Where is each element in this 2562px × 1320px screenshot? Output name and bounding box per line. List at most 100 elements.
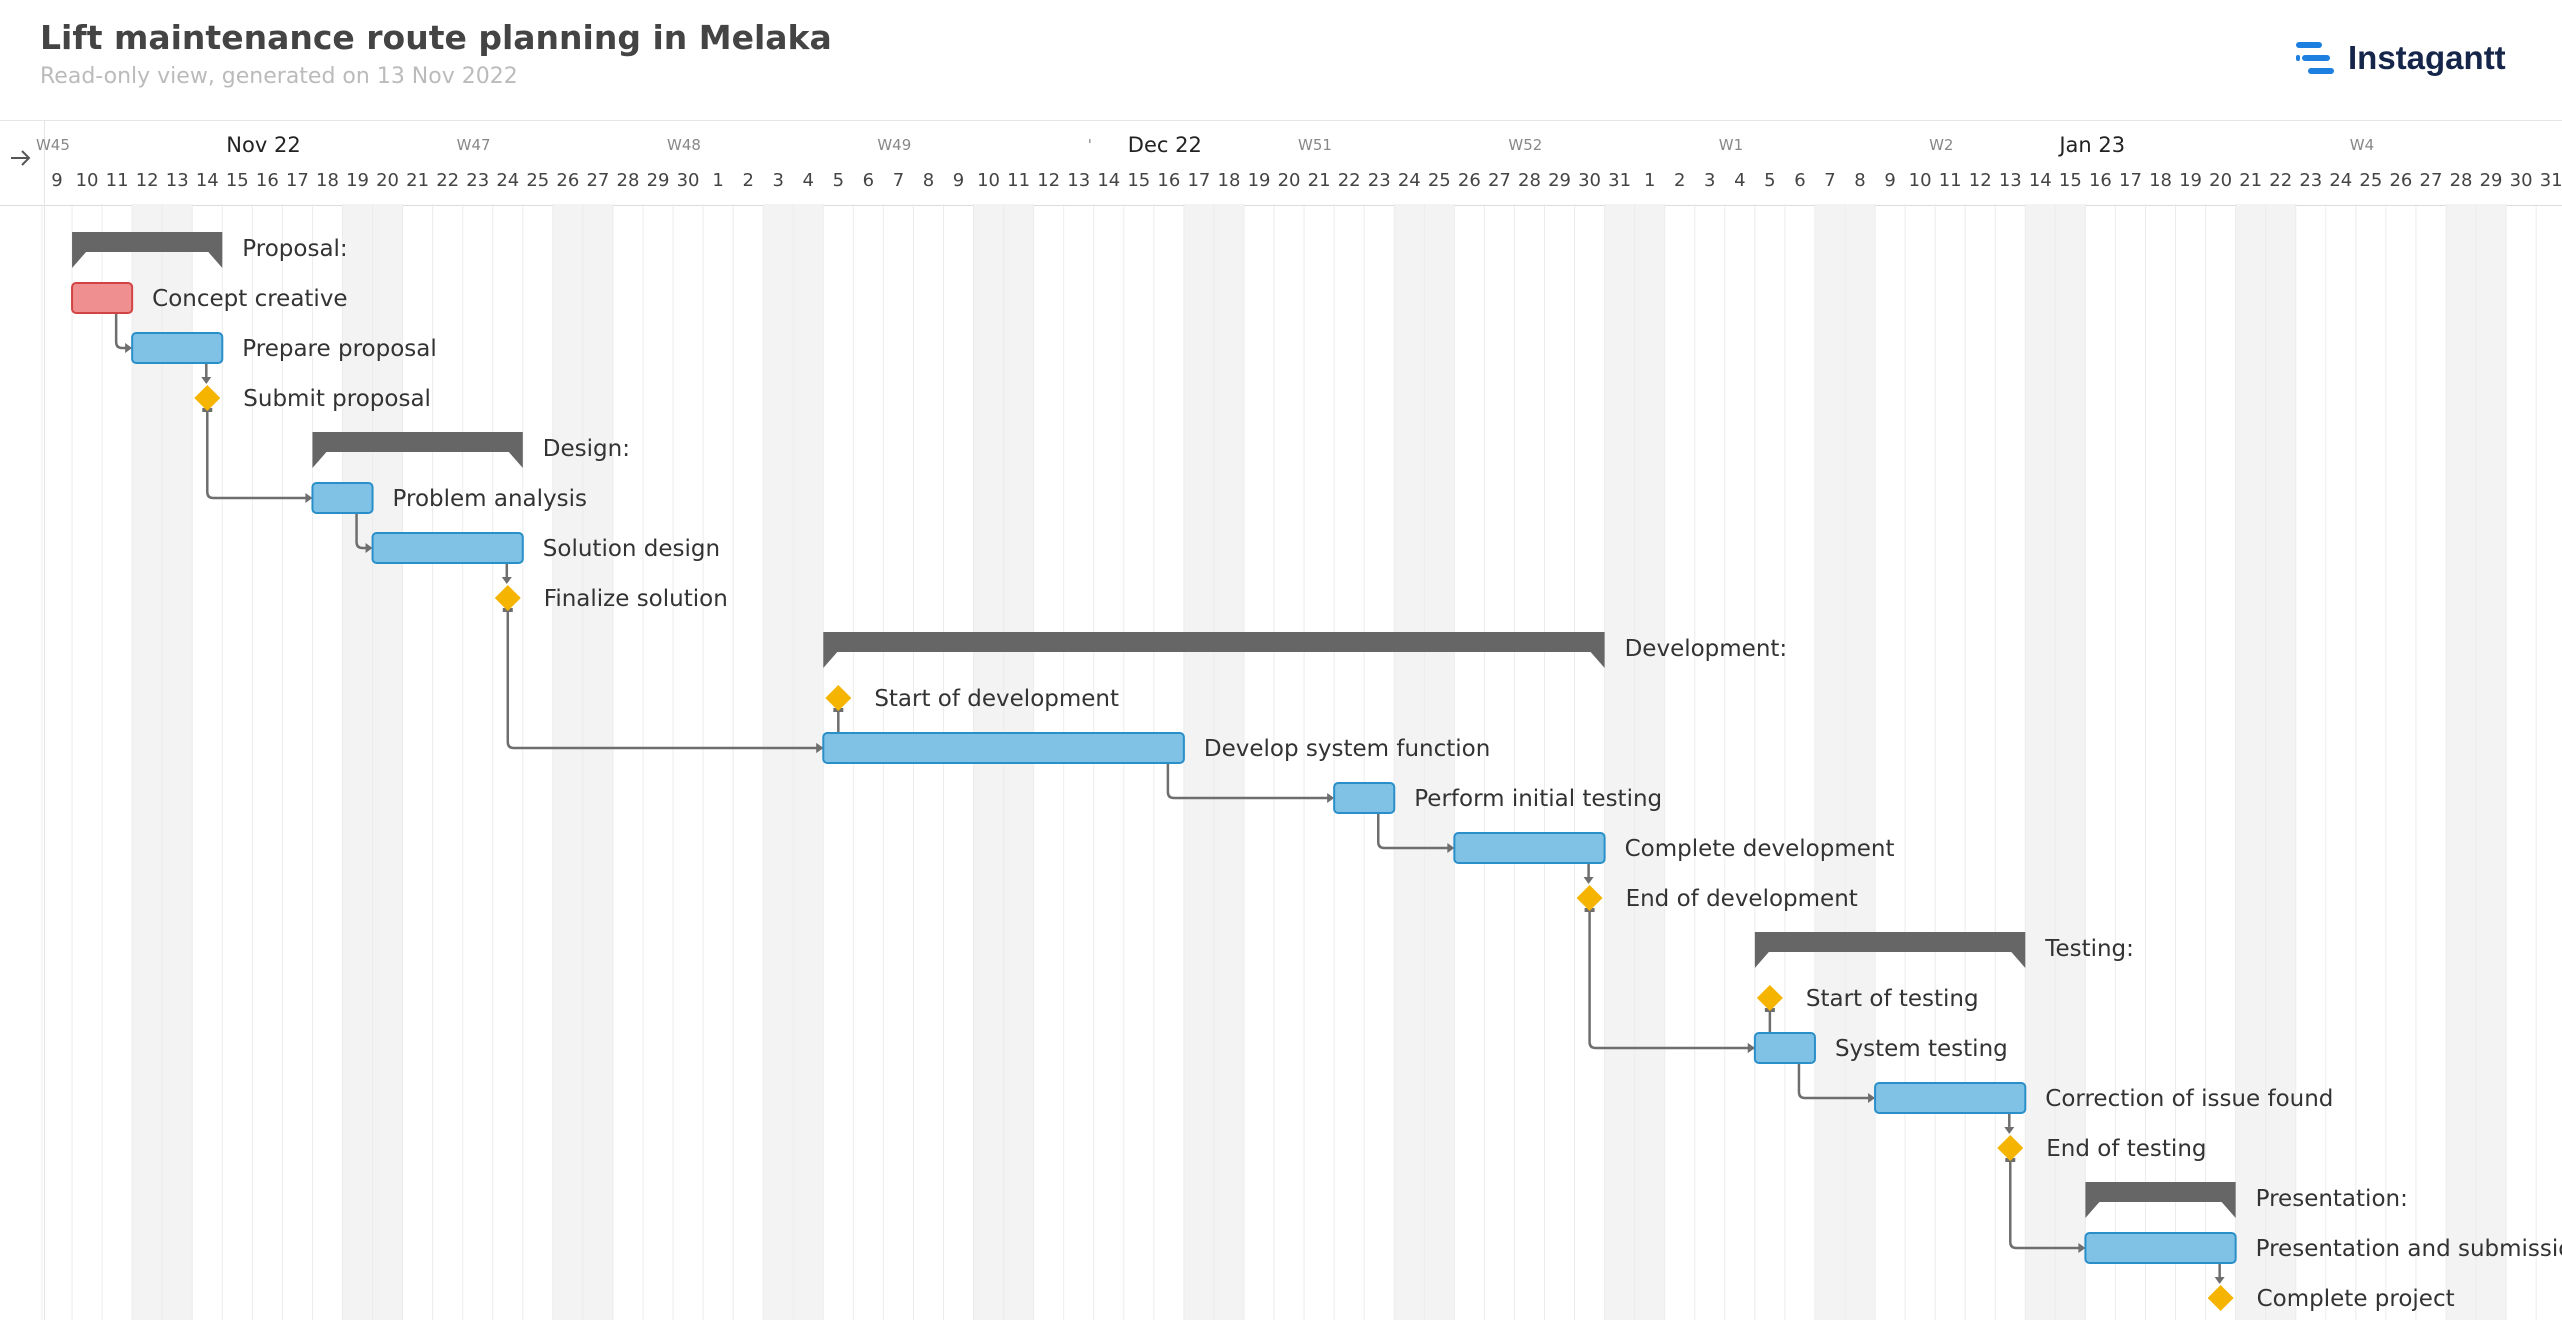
day-label: 26 [556,170,579,191]
brand-name: Instagantt [2348,39,2506,76]
day-label: 8 [923,170,934,191]
row-label: Solution design [543,536,720,562]
row-label: Presentation: [2256,1186,2408,1212]
day-label: 2 [742,170,753,191]
day-label: 15 [226,170,249,191]
group-bar [72,232,223,268]
row-label: Perform initial testing [1414,786,1662,812]
day-label: 11 [1007,170,1030,191]
day-label: 23 [466,170,489,191]
day-label: 6 [863,170,874,191]
task-bar [371,532,524,564]
day-label: 17 [1187,170,1210,191]
day-label: 28 [1518,170,1541,191]
row-label: Start of testing [1806,986,1979,1012]
month-label: Dec 22 [1128,133,1202,157]
day-label: 18 [2149,170,2172,191]
milestone-diamond [1997,1135,2024,1161]
day-label: 6 [1794,170,1805,191]
row-label: Concept creative [152,286,347,312]
day-label: 2 [1674,170,1685,191]
day-label: 22 [1338,170,1361,191]
week-label: ' [1088,136,1092,154]
day-label: 24 [496,170,519,191]
dependency-connector [1166,763,1333,800]
connector-arrowhead [125,343,133,353]
week-label: W4 [2350,136,2374,154]
day-label: 29 [647,170,670,191]
day-label: 21 [1308,170,1331,191]
row-label: Testing: [2044,936,2134,962]
day-label: 8 [1854,170,1865,191]
day-label: 27 [1488,170,1511,191]
instagantt-logo-icon [2296,42,2334,74]
day-label: 23 [1368,170,1391,191]
day-label: 22 [436,170,459,191]
page-header: Lift maintenance route planning in Melak… [0,0,2562,120]
week-label: W1 [1719,136,1743,154]
day-label: 20 [376,170,399,191]
dependency-connector [206,411,311,500]
day-label: 4 [803,170,814,191]
row-label: Finalize solution [544,586,728,612]
dependency-connector [1588,911,1753,1050]
day-label: 16 [1157,170,1180,191]
week-label: W52 [1508,136,1542,154]
group-bar [2085,1182,2236,1218]
day-label: 27 [2420,170,2443,191]
row-label: Design: [543,436,630,462]
day-label: 9 [1884,170,1895,191]
day-label: 14 [2029,170,2052,191]
day-label: 10 [977,170,1000,191]
day-label: 19 [2179,170,2202,191]
task-bar [1453,832,1606,864]
expand-arrow-button[interactable] [8,141,34,175]
week-label: W2 [1929,136,1953,154]
row-label: Problem analysis [393,486,587,512]
milestone-diamond [1576,885,1603,911]
week-label: W48 [667,136,701,154]
milestone-diamond [1756,985,1783,1011]
day-label: 31 [2540,170,2562,191]
month-label: Jan 23 [2057,133,2125,157]
day-label: 19 [346,170,369,191]
row-label: End of development [1626,886,1858,912]
row-label: Correction of issue found [2045,1086,2333,1112]
page-title: Lift maintenance route planning in Melak… [40,18,832,57]
day-label: 23 [2299,170,2322,191]
day-label: 5 [833,170,844,191]
day-label: 24 [2329,170,2352,191]
connector-arrowhead [365,543,373,553]
day-label: 17 [2119,170,2142,191]
day-label: 7 [1824,170,1835,191]
day-label: 22 [2269,170,2292,191]
connector-arrowhead [2214,1277,2225,1284]
day-label: 13 [1999,170,2022,191]
row-label: Development: [1625,636,1788,662]
brand-logo[interactable]: Instagantt [2296,36,2506,80]
day-label: 25 [526,170,549,191]
left-divider [44,120,45,1320]
connector-arrowhead [1868,1093,1876,1103]
row-label: End of testing [2046,1136,2206,1162]
day-label: 21 [406,170,429,191]
day-label: 27 [586,170,609,191]
day-label: 1 [712,170,723,191]
day-label: 17 [286,170,309,191]
row-label: Complete project [2257,1286,2455,1312]
day-label: 25 [1428,170,1451,191]
connector-arrowhead [1747,1043,1755,1053]
day-label: 3 [1704,170,1715,191]
day-label: 15 [1127,170,1150,191]
dependency-connector [1797,1063,1874,1100]
day-label: 3 [772,170,783,191]
day-label: 29 [2480,170,2503,191]
day-label: 18 [316,170,339,191]
day-label: 20 [2209,170,2232,191]
row-label: System testing [1835,1036,2008,1062]
connector-arrowhead [2078,1243,2086,1253]
row-label: Prepare proposal [242,336,436,362]
day-label: 14 [1097,170,1120,191]
task-bar [71,282,134,314]
connector-arrowhead [1447,843,1455,853]
